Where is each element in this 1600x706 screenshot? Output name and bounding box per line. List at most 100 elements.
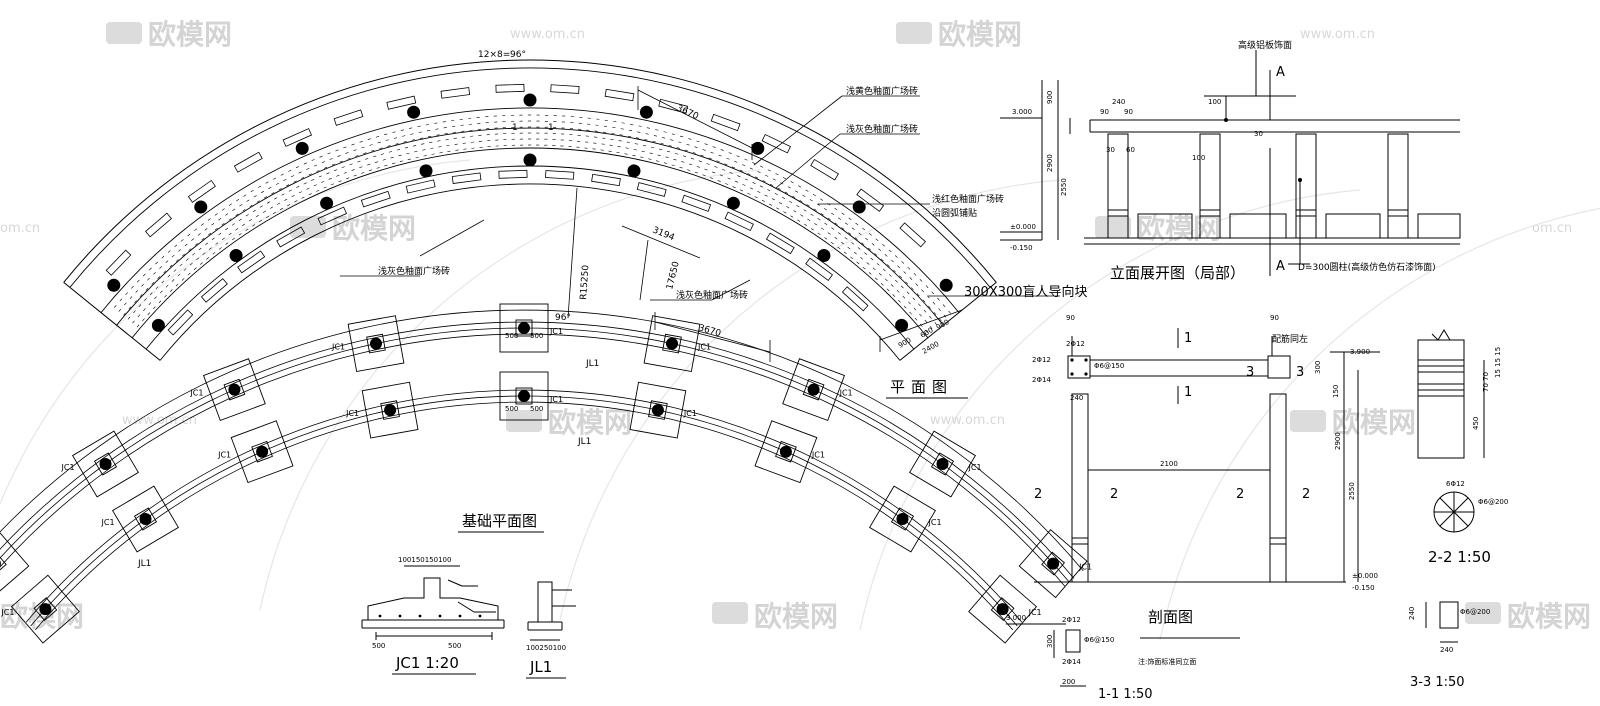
hatch-dash: [229, 233, 232, 235]
hatch-dash: [339, 181, 342, 182]
hatch-dash: [137, 280, 139, 282]
hatch-dash: [707, 163, 710, 164]
hatch-dash: [879, 273, 881, 275]
plan-angle-top: 96°: [510, 50, 526, 60]
jc1-rebar-dots: [379, 615, 482, 618]
hatch-dash: [311, 179, 314, 180]
hatch-dash: [377, 167, 380, 168]
plan-column: [853, 201, 866, 214]
hatch-dash: [807, 219, 810, 221]
hatch-dash: [655, 130, 658, 131]
elevation-dim-60: 60: [1126, 146, 1135, 154]
hatch-dash: [664, 132, 667, 133]
hatch-dash: [155, 262, 157, 264]
hatch-dash: [446, 139, 449, 140]
foundation-column: [808, 384, 820, 396]
hatch-dash: [426, 124, 429, 125]
hatch-dash: [419, 132, 422, 133]
plan-tile: [546, 171, 574, 180]
detail-1-1-level: 3.000: [1006, 614, 1026, 622]
hatch-dash: [924, 310, 926, 312]
section-mark-2: 2: [1236, 487, 1244, 502]
hatch-dash: [375, 162, 378, 163]
foundation-dim-500: 500: [530, 332, 543, 340]
jl1-dims-bottom: 100250100: [526, 644, 566, 652]
hatch-dash: [691, 158, 694, 159]
plan-column: [407, 106, 420, 119]
hatch-dash: [914, 273, 916, 275]
section-level-0: ±0.000: [1352, 572, 1378, 580]
jc1-detail: [362, 566, 504, 640]
plan-callout-red-tile-note: 沿圆弧铺贴: [932, 207, 977, 219]
plan-tile: [168, 310, 192, 335]
hatch-dash: [132, 321, 134, 323]
plan-column: [152, 319, 165, 332]
hatch-dash: [925, 320, 927, 322]
hatch-dash: [180, 264, 182, 266]
hatch-dash: [368, 139, 371, 140]
hatch-dash: [114, 305, 116, 307]
hatch-dash: [172, 279, 174, 281]
hatch-dash: [170, 289, 172, 291]
hatch-dash: [789, 201, 792, 203]
detail-1-1: [1006, 624, 1086, 686]
hatch-dash: [863, 267, 865, 269]
hatch-dash: [943, 304, 945, 306]
hatch-dash: [269, 187, 272, 189]
hatch-dash: [760, 166, 763, 167]
hatch-dash: [218, 218, 221, 220]
hatch-dash: [392, 132, 395, 133]
hatch-dash: [937, 298, 939, 300]
hatch-dash: [166, 285, 168, 287]
hatch-dash: [786, 206, 789, 208]
elevation-section-mark: A: [1276, 65, 1285, 80]
plan-column: [940, 279, 953, 292]
plan-column: [194, 201, 207, 214]
hatch-dash: [933, 302, 935, 304]
hatch-dash: [683, 156, 686, 157]
plan-tile: [334, 110, 363, 126]
hatch-dash: [429, 142, 432, 143]
hatch-dash: [893, 294, 895, 296]
hatch-dash: [345, 152, 348, 153]
foundation-pad-label: JC1: [1078, 563, 1092, 572]
hatch-dash: [143, 309, 145, 311]
hatch-dash: [168, 250, 170, 252]
hatch-dash: [334, 170, 337, 171]
plan-tile: [811, 159, 839, 179]
hatch-dash: [287, 204, 290, 206]
hatch-dash: [225, 228, 228, 230]
hatch-dash: [889, 274, 891, 276]
hatch-dash: [797, 205, 800, 207]
hatch-dash: [867, 262, 869, 264]
hatch-dash: [199, 248, 201, 250]
hatch-dash: [662, 137, 665, 138]
hatch-dash: [831, 228, 834, 230]
hatch-dash: [949, 311, 951, 313]
hatch-dash: [335, 150, 338, 151]
hatch-dash: [856, 223, 859, 225]
foundation-dim-500: 500: [530, 405, 543, 413]
hatch-dash: [753, 182, 756, 183]
hatch-dash: [699, 161, 702, 162]
hatch-dash: [678, 142, 681, 143]
hatch-dash: [873, 268, 875, 270]
foundation-pad-label: JC1: [697, 343, 711, 352]
hatch-dash: [344, 172, 347, 173]
hatch-dash: [887, 289, 889, 291]
foundation-column: [140, 513, 152, 525]
hatch-dash: [841, 242, 844, 244]
hatch-dash: [200, 262, 202, 264]
hatch-dash: [365, 158, 368, 159]
elevation-level-3000: 3.000: [1012, 108, 1032, 116]
hatch-dash: [166, 261, 168, 263]
foundation-arc: [0, 328, 1069, 582]
hatch-dash: [747, 193, 750, 194]
hatch-dash: [321, 181, 324, 182]
hatch-dash: [629, 130, 632, 131]
hatch-dash: [926, 285, 928, 287]
hatch-dash: [153, 272, 155, 274]
hatch-dash: [400, 161, 403, 162]
hatch-dash: [416, 157, 419, 158]
hatch-dash: [838, 232, 841, 234]
